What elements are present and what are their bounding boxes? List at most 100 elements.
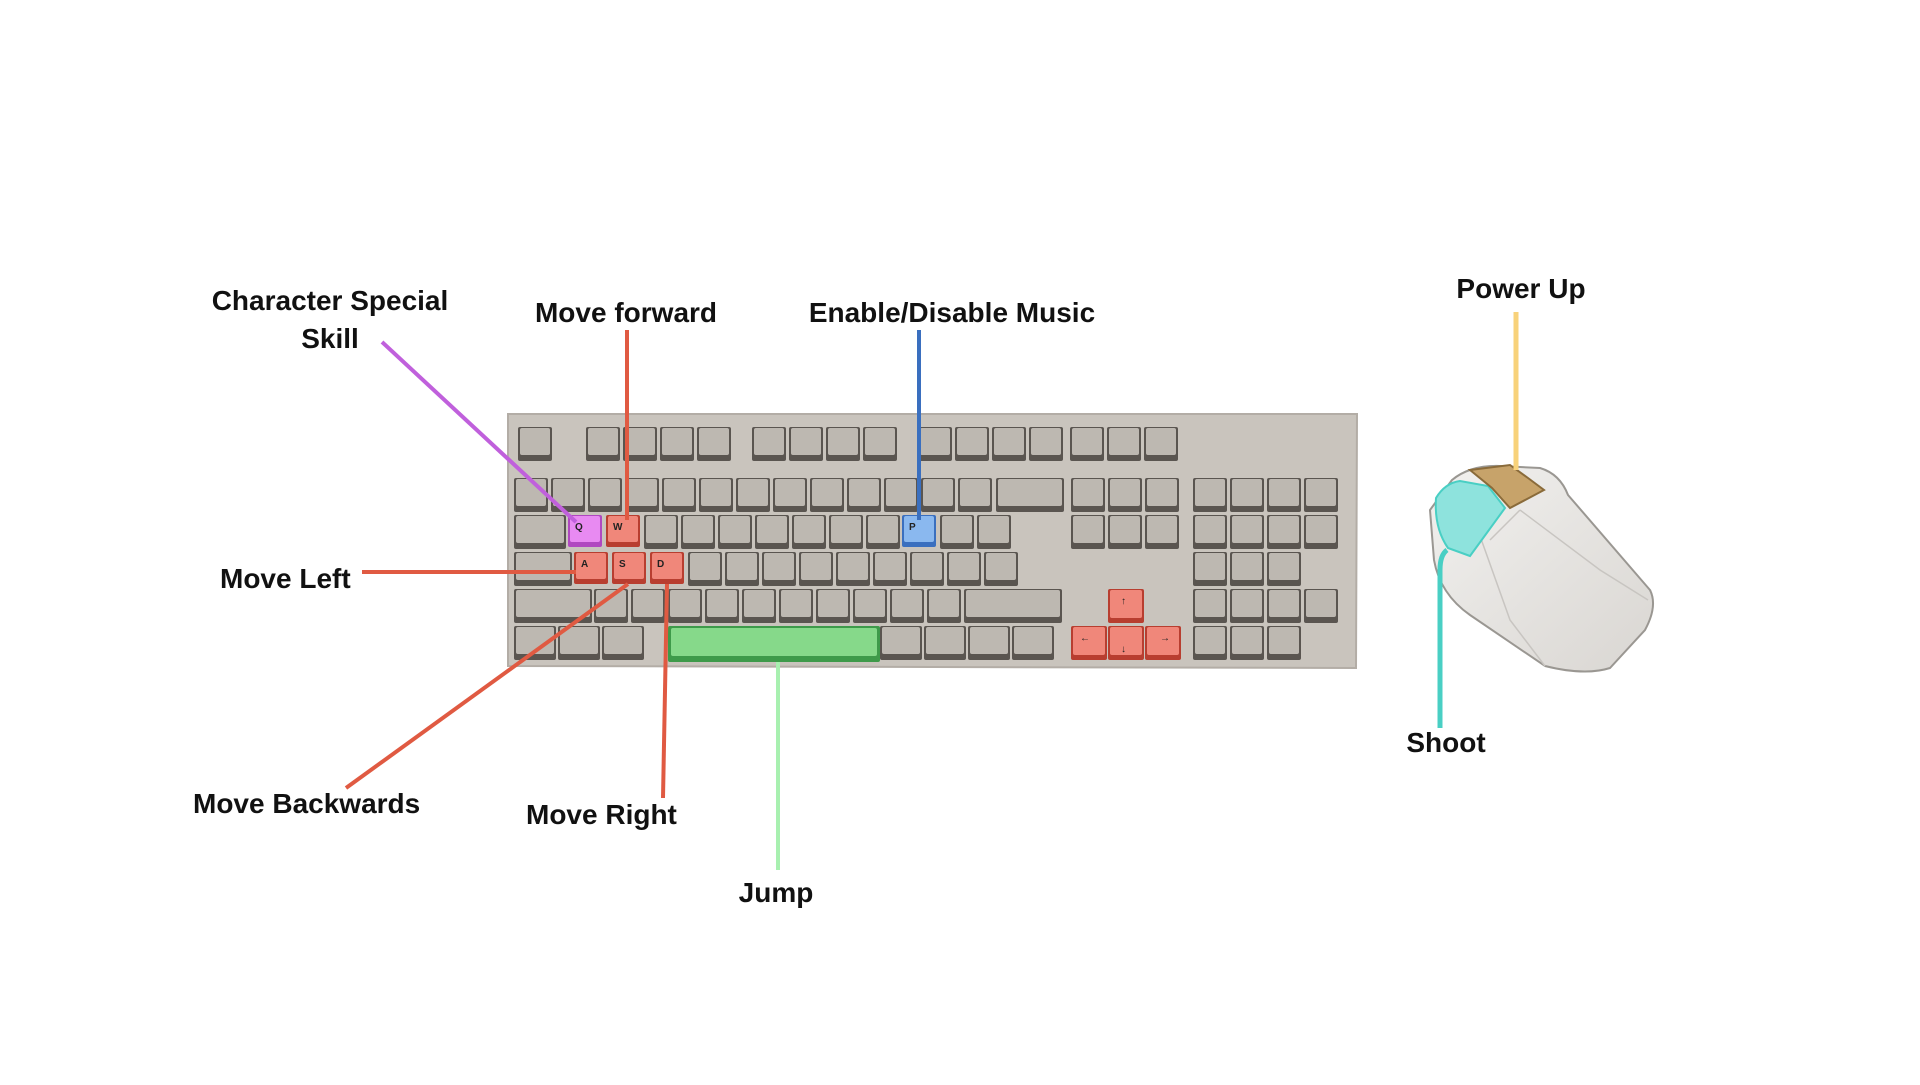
keyboard-key <box>668 589 702 623</box>
keyboard-key <box>921 478 955 512</box>
key-space-cap <box>671 628 877 656</box>
key-a-label: A <box>581 559 588 570</box>
keyboard-key <box>1267 626 1301 660</box>
shoot-label: Shoot <box>1406 727 1485 758</box>
keyboard-key <box>1193 626 1227 660</box>
special-skill-label-line2: Skill <box>301 323 359 354</box>
keyboard-key <box>697 427 731 461</box>
keyboard-key <box>816 589 850 623</box>
keyboard-key <box>873 552 907 586</box>
keyboard-key <box>829 515 863 549</box>
keyboard-key <box>1108 515 1142 549</box>
keyboard-key <box>1230 552 1264 586</box>
keyboard-key <box>847 478 881 512</box>
key-right-label: → <box>1160 633 1170 644</box>
keyboard-key <box>789 427 823 461</box>
keyboard-key <box>964 589 1062 623</box>
move-left-label: Move Left <box>220 563 351 594</box>
keyboard-key <box>705 589 739 623</box>
key-s-label: S <box>619 559 626 570</box>
keyboard-key <box>977 515 1011 549</box>
keyboard-key <box>752 427 786 461</box>
keyboard-key <box>810 478 844 512</box>
keyboard-key <box>625 478 659 512</box>
key-q-label: Q <box>575 522 583 533</box>
key-down: ↓ <box>1108 626 1144 660</box>
jump-label: Jump <box>739 877 814 908</box>
keyboard-key <box>866 515 900 549</box>
keyboard-key <box>1230 515 1264 549</box>
key-left: ← <box>1071 626 1107 660</box>
keyboard-key <box>910 552 944 586</box>
keyboard-key <box>890 589 924 623</box>
key-down-cap <box>1110 627 1142 655</box>
keyboard-key <box>586 427 620 461</box>
move-forward-label: Move forward <box>535 297 717 328</box>
keyboard-key <box>853 589 887 623</box>
keyboard-key <box>968 626 1010 660</box>
key-w-label: W <box>613 522 623 533</box>
key-a: A <box>574 552 608 584</box>
keyboard-key <box>1230 626 1264 660</box>
keyboard-key <box>1193 552 1227 586</box>
keyboard-key <box>996 478 1064 512</box>
move-backwards-leader <box>346 584 628 788</box>
keyboard-key <box>1267 515 1301 549</box>
keyboard-key <box>1107 427 1141 461</box>
move-right-label: Move Right <box>526 799 677 830</box>
keyboard-key <box>779 589 813 623</box>
keyboard-key <box>924 626 966 660</box>
keyboard-key <box>792 515 826 549</box>
keyboard-key <box>1193 478 1227 512</box>
keyboard-key <box>688 552 722 586</box>
keyboard-key <box>725 552 759 586</box>
special-skill-label-line1: Character Special <box>212 285 449 316</box>
keyboard-key <box>1230 589 1264 623</box>
keyboard-key <box>762 552 796 586</box>
keyboard-key <box>514 552 572 586</box>
keyboard-key <box>940 515 974 549</box>
keyboard-key <box>958 478 992 512</box>
keyboard-key <box>826 427 860 461</box>
keyboard-key <box>984 552 1018 586</box>
keyboard-key <box>755 515 789 549</box>
keyboard-key <box>514 515 566 549</box>
keyboard-key <box>1230 478 1264 512</box>
keyboard-key <box>736 478 770 512</box>
music-label: Enable/Disable Music <box>809 297 1095 328</box>
keyboard-key <box>1267 478 1301 512</box>
keyboard-key <box>836 552 870 586</box>
keyboard-key <box>1144 427 1178 461</box>
keyboard-key <box>955 427 989 461</box>
power-up-label: Power Up <box>1456 273 1585 304</box>
mouse <box>1430 465 1653 672</box>
keyboard-key <box>644 515 678 549</box>
keyboard-key <box>742 589 776 623</box>
keyboard-key <box>588 478 622 512</box>
keyboard-key <box>660 427 694 461</box>
key-down-label: ↓ <box>1121 644 1126 655</box>
keyboard: Q W A S D P <box>508 414 1357 668</box>
keyboard-key <box>699 478 733 512</box>
key-left-label: ← <box>1080 633 1090 644</box>
key-space <box>668 626 880 662</box>
keyboard-key <box>1193 589 1227 623</box>
key-up-cap <box>1110 590 1142 618</box>
keyboard-key <box>884 478 918 512</box>
move-backwards-label: Move Backwards <box>193 788 420 819</box>
keyboard-key <box>1267 552 1301 586</box>
keyboard-key <box>514 478 548 512</box>
key-d-label: D <box>657 559 664 570</box>
keyboard-key <box>1304 478 1338 512</box>
keyboard-key <box>799 552 833 586</box>
keyboard-key <box>992 427 1026 461</box>
keyboard-key <box>1012 626 1054 660</box>
keyboard-key <box>662 478 696 512</box>
keyboard-key <box>1304 515 1338 549</box>
key-s: S <box>612 552 646 584</box>
keyboard-key <box>1145 478 1179 512</box>
keyboard-key <box>1071 515 1105 549</box>
keyboard-key <box>1071 478 1105 512</box>
